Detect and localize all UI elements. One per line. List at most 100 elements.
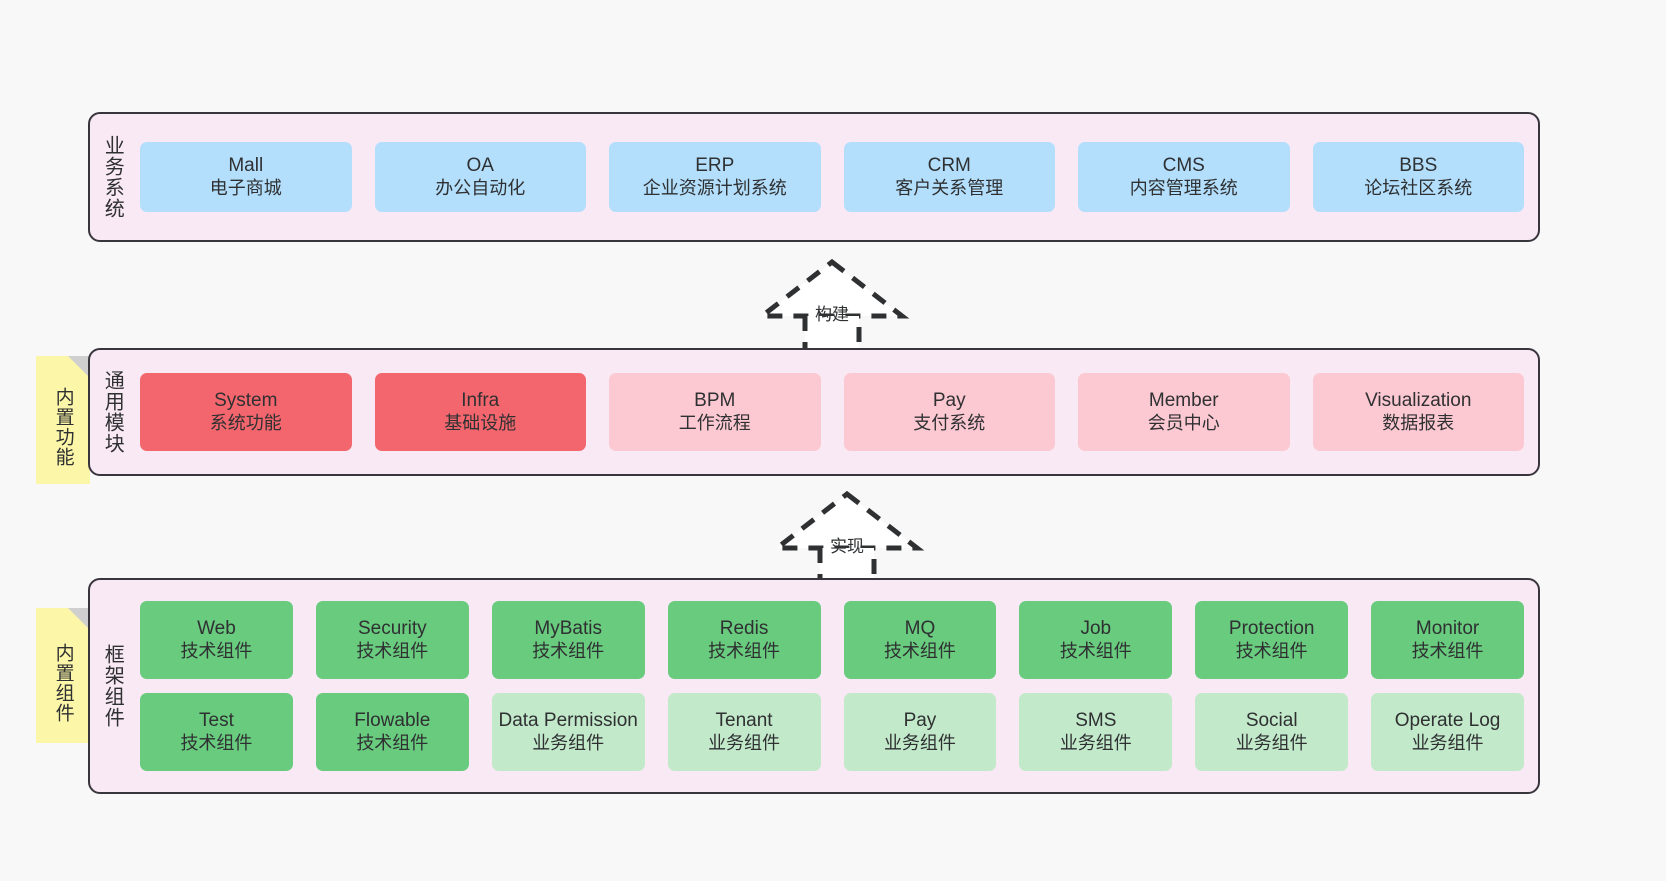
card-subtitle: 技术组件 — [532, 640, 605, 661]
layer-title-framework-component: 框架组件 — [101, 644, 124, 728]
card-title: ERP — [695, 155, 735, 177]
card-subtitle: 技术组件 — [1059, 640, 1132, 661]
card-title: Protection — [1228, 618, 1315, 640]
card-monitor[interactable]: Monitor 技术组件 — [1371, 601, 1524, 679]
card-crm[interactable]: CRM 客户关系管理 — [843, 142, 1055, 212]
note-label: 内置组件 — [52, 642, 74, 723]
card-redis[interactable]: Redis 技术组件 — [667, 601, 821, 679]
card-system[interactable]: System 系统功能 — [140, 373, 352, 451]
card-title: Data Permission — [498, 710, 638, 732]
layer-body-common-module: System 系统功能 Infra 基础设施 BPM 工作流程 Pay 支付系统… — [134, 350, 1538, 474]
card-row: Web 技术组件 Security 技术组件 MyBatis 技术组件 Redi… — [140, 601, 1524, 679]
card-sms[interactable]: SMS 业务组件 — [1019, 693, 1173, 771]
card-title: OA — [466, 155, 494, 177]
card-subtitle: 技术组件 — [708, 640, 781, 661]
note-builtin-features[interactable]: 内置功能 — [36, 356, 90, 484]
card-infra[interactable]: Infra 基础设施 — [374, 373, 586, 451]
connector-label: 构建 — [815, 305, 849, 324]
card-subtitle: 数据报表 — [1382, 412, 1455, 433]
card-erp[interactable]: ERP 企业资源计划系统 — [609, 142, 821, 212]
card-title: CMS — [1162, 155, 1205, 177]
card-member[interactable]: Member 会员中心 — [1078, 373, 1290, 451]
card-subtitle: 内容管理系统 — [1129, 177, 1238, 198]
card-title: Tenant — [715, 710, 773, 732]
card-title: Flowable — [354, 710, 431, 732]
card-job[interactable]: Job 技术组件 — [1019, 601, 1173, 679]
dashed-generalization-arrow-icon — [769, 490, 925, 589]
card-title: Job — [1080, 618, 1112, 640]
card-title: Redis — [719, 618, 769, 640]
card-title: Visualization — [1365, 390, 1472, 412]
card-title: Security — [357, 618, 427, 640]
card-test[interactable]: Test 技术组件 — [140, 693, 293, 771]
card-subtitle: 支付系统 — [913, 412, 986, 433]
layer-body-framework-component: Web 技术组件 Security 技术组件 MyBatis 技术组件 Redi… — [134, 580, 1538, 792]
card-title: Operate Log — [1394, 710, 1501, 732]
card-subtitle: 业务组件 — [708, 732, 781, 753]
card-security[interactable]: Security 技术组件 — [315, 601, 469, 679]
card-subtitle: 企业资源计划系统 — [642, 177, 787, 198]
card-tenant[interactable]: Tenant 业务组件 — [667, 693, 821, 771]
card-title: Social — [1245, 710, 1298, 732]
card-title: Pay — [932, 390, 966, 412]
card-subtitle: 业务组件 — [883, 732, 956, 753]
card-row: Test 技术组件 Flowable 技术组件 Data Permission … — [140, 693, 1524, 771]
connector-build: 构建 — [754, 258, 910, 358]
card-subtitle: 工作流程 — [678, 412, 751, 433]
card-subtitle: 技术组件 — [180, 732, 253, 753]
card-title: BBS — [1399, 155, 1438, 177]
layer-framework-component[interactable]: 框架组件 Web 技术组件 Security 技术组件 MyBatis 技术组件… — [88, 578, 1540, 794]
layer-business-system[interactable]: 业务系统 Mall 电子商城 OA 办公自动化 ERP 企业资源计划系统 CRM — [88, 112, 1540, 242]
card-web[interactable]: Web 技术组件 — [140, 601, 293, 679]
card-bpm[interactable]: BPM 工作流程 — [609, 373, 821, 451]
card-subtitle: 会员中心 — [1147, 412, 1220, 433]
layer-body-business-system: Mall 电子商城 OA 办公自动化 ERP 企业资源计划系统 CRM 客户关系… — [134, 114, 1538, 240]
card-pay-component[interactable]: Pay 业务组件 — [843, 693, 997, 771]
card-subtitle: 业务组件 — [532, 732, 605, 753]
card-operate-log[interactable]: Operate Log 业务组件 — [1371, 693, 1524, 771]
card-row: Mall 电子商城 OA 办公自动化 ERP 企业资源计划系统 CRM 客户关系… — [140, 142, 1524, 212]
dashed-generalization-arrow-icon — [754, 258, 910, 357]
card-title: SMS — [1075, 710, 1117, 732]
card-subtitle: 业务组件 — [1059, 732, 1132, 753]
card-mall[interactable]: Mall 电子商城 — [140, 142, 352, 212]
card-subtitle: 客户关系管理 — [895, 177, 1004, 198]
card-subtitle: 技术组件 — [356, 640, 429, 661]
card-subtitle: 系统功能 — [209, 412, 282, 433]
card-social[interactable]: Social 业务组件 — [1195, 693, 1349, 771]
card-subtitle: 技术组件 — [356, 732, 429, 753]
card-title: Member — [1148, 390, 1219, 412]
card-protection[interactable]: Protection 技术组件 — [1195, 601, 1349, 679]
card-pay[interactable]: Pay 支付系统 — [843, 373, 1055, 451]
card-subtitle: 业务组件 — [1411, 732, 1484, 753]
card-flowable[interactable]: Flowable 技术组件 — [315, 693, 469, 771]
card-title: Mall — [228, 155, 264, 177]
card-title: Infra — [461, 390, 500, 412]
card-mybatis[interactable]: MyBatis 技术组件 — [491, 601, 645, 679]
card-mq[interactable]: MQ 技术组件 — [843, 601, 997, 679]
card-title: Pay — [903, 710, 937, 732]
card-title: BPM — [694, 390, 736, 412]
card-row: System 系统功能 Infra 基础设施 BPM 工作流程 Pay 支付系统… — [140, 373, 1524, 451]
card-title: Test — [199, 710, 234, 732]
connector-label: 实现 — [830, 537, 864, 556]
card-subtitle: 办公自动化 — [435, 177, 526, 198]
note-label: 内置功能 — [52, 387, 74, 467]
layer-common-module[interactable]: 通用模块 System 系统功能 Infra 基础设施 BPM 工作流程 Pay — [88, 348, 1540, 476]
card-bbs[interactable]: BBS 论坛社区系统 — [1312, 142, 1524, 212]
card-subtitle: 技术组件 — [180, 640, 253, 661]
card-title: System — [214, 390, 278, 412]
card-oa[interactable]: OA 办公自动化 — [374, 142, 586, 212]
card-subtitle: 业务组件 — [1235, 732, 1308, 753]
note-builtin-components[interactable]: 内置组件 — [36, 608, 90, 743]
card-cms[interactable]: CMS 内容管理系统 — [1078, 142, 1290, 212]
card-visualization[interactable]: Visualization 数据报表 — [1312, 373, 1524, 451]
card-data-permission[interactable]: Data Permission 业务组件 — [491, 693, 645, 771]
card-subtitle: 电子商城 — [209, 177, 282, 198]
layer-title-common-module: 通用模块 — [101, 370, 124, 454]
card-title: Monitor — [1415, 618, 1480, 640]
card-subtitle: 论坛社区系统 — [1364, 177, 1473, 198]
card-title: Web — [197, 618, 236, 640]
card-subtitle: 基础设施 — [444, 412, 517, 433]
